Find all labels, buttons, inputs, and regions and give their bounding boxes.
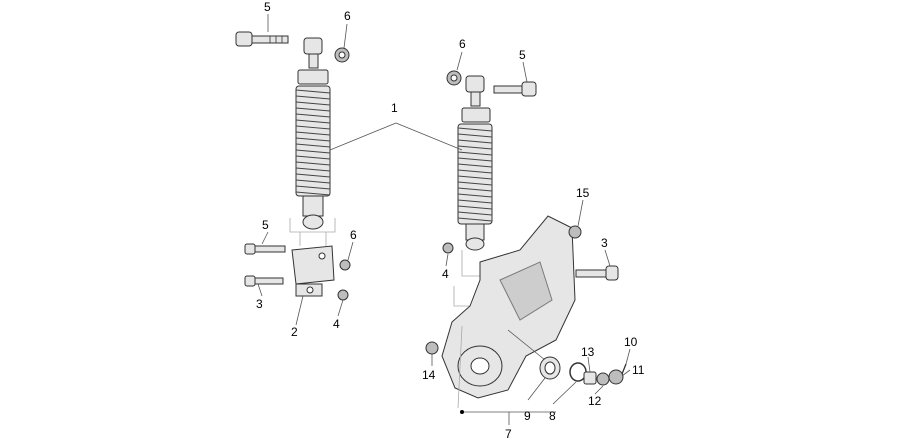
callout-6-top-left: 6 (344, 9, 351, 23)
spring-coil (295, 101, 331, 106)
spring-coil (457, 217, 493, 222)
shock-bracket (291, 245, 335, 297)
swing-arm (441, 215, 576, 409)
spring-coil (295, 95, 331, 100)
spring-coil (457, 181, 493, 186)
spring-coil (457, 175, 493, 180)
callout-15: 15 (576, 186, 590, 200)
spring-coil (457, 157, 493, 162)
spring-coil (295, 107, 331, 112)
callout-10: 10 (624, 335, 638, 349)
callout-6-mid-left: 6 (350, 228, 357, 242)
spring-coil (295, 131, 331, 136)
spring-coil (295, 137, 331, 142)
callout-6-top-right: 6 (459, 37, 466, 51)
spring-coil (295, 191, 331, 196)
spring-coil (457, 139, 493, 144)
callout-5-top-left: 5 (264, 0, 271, 14)
top-bolt-left (235, 31, 289, 47)
spring-coil (457, 193, 493, 198)
spring-coil (295, 173, 331, 178)
callout-5-top-right: 5 (519, 48, 526, 62)
callout-1: 1 (391, 101, 398, 115)
spring-coil (295, 167, 331, 172)
spring-coil (457, 199, 493, 204)
callout-11: 11 (632, 363, 645, 377)
top-nut-left (334, 47, 350, 63)
spring-coil (295, 119, 331, 124)
spring-coil (457, 145, 493, 150)
spring-coil (295, 149, 331, 154)
spring-coil (457, 151, 493, 156)
spring-coil (295, 113, 331, 118)
callout-13: 13 (581, 345, 595, 359)
callout-5-mid-left: 5 (262, 218, 269, 232)
spring-coil (457, 205, 493, 210)
callout-3-right: 3 (601, 236, 608, 250)
spring-coil (295, 89, 331, 94)
spring-coil (295, 179, 331, 184)
spring-coil (295, 125, 331, 130)
spring-coil (295, 155, 331, 160)
callout-12: 12 (588, 394, 602, 408)
right-shock-absorber (395, 70, 537, 251)
lower-bolt-left (244, 275, 284, 287)
callout-4-right: 4 (442, 267, 449, 281)
callout-3-left: 3 (256, 297, 263, 311)
callout-14: 14 (422, 368, 436, 382)
spring-coil (295, 185, 331, 190)
callout-4-left: 4 (333, 317, 340, 331)
right-bolt (575, 265, 619, 281)
spring-coil (295, 161, 331, 166)
callout-7: 7 (505, 427, 512, 441)
callout-2: 2 (291, 325, 298, 339)
spring-coil (457, 133, 493, 138)
mid-bolt-left (244, 243, 286, 255)
left-shock-absorber (235, 31, 397, 246)
spring-coil (457, 163, 493, 168)
spring-coil (457, 187, 493, 192)
spring-coil (295, 143, 331, 148)
callout-8: 8 (549, 409, 556, 423)
spring-coil (457, 169, 493, 174)
spring-coil (457, 127, 493, 132)
callout-9: 9 (524, 409, 531, 423)
spring-coil (457, 211, 493, 216)
